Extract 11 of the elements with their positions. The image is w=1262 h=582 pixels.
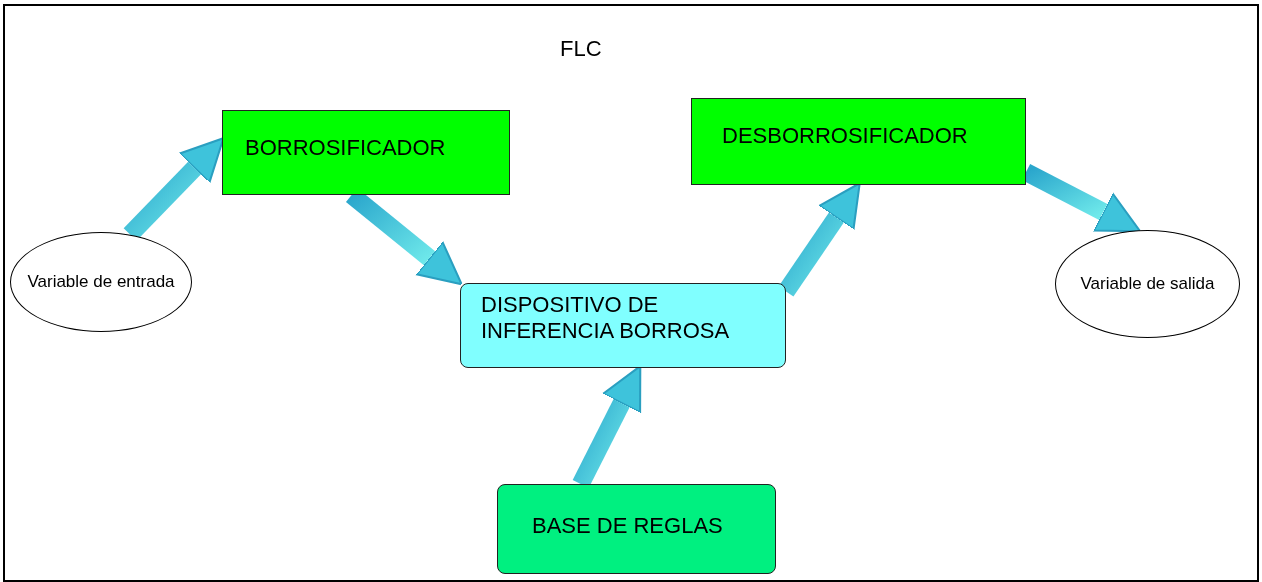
process-box <box>222 110 510 195</box>
node-label: Variable de entrada <box>27 273 175 291</box>
process-box <box>497 484 776 574</box>
node-label: DESBORROSIFICADOR <box>722 123 969 150</box>
diagram-title: FLC <box>560 36 602 62</box>
node-label: DISPOSITIVO DE INFERENCIA BORROSA <box>481 292 731 345</box>
process-box <box>460 283 786 368</box>
process-box <box>691 98 1026 185</box>
node-label: BORROSIFICADOR <box>245 135 447 162</box>
node-label: Variable de salida <box>1080 275 1215 293</box>
node-label: BASE DE REGLAS <box>532 513 724 540</box>
